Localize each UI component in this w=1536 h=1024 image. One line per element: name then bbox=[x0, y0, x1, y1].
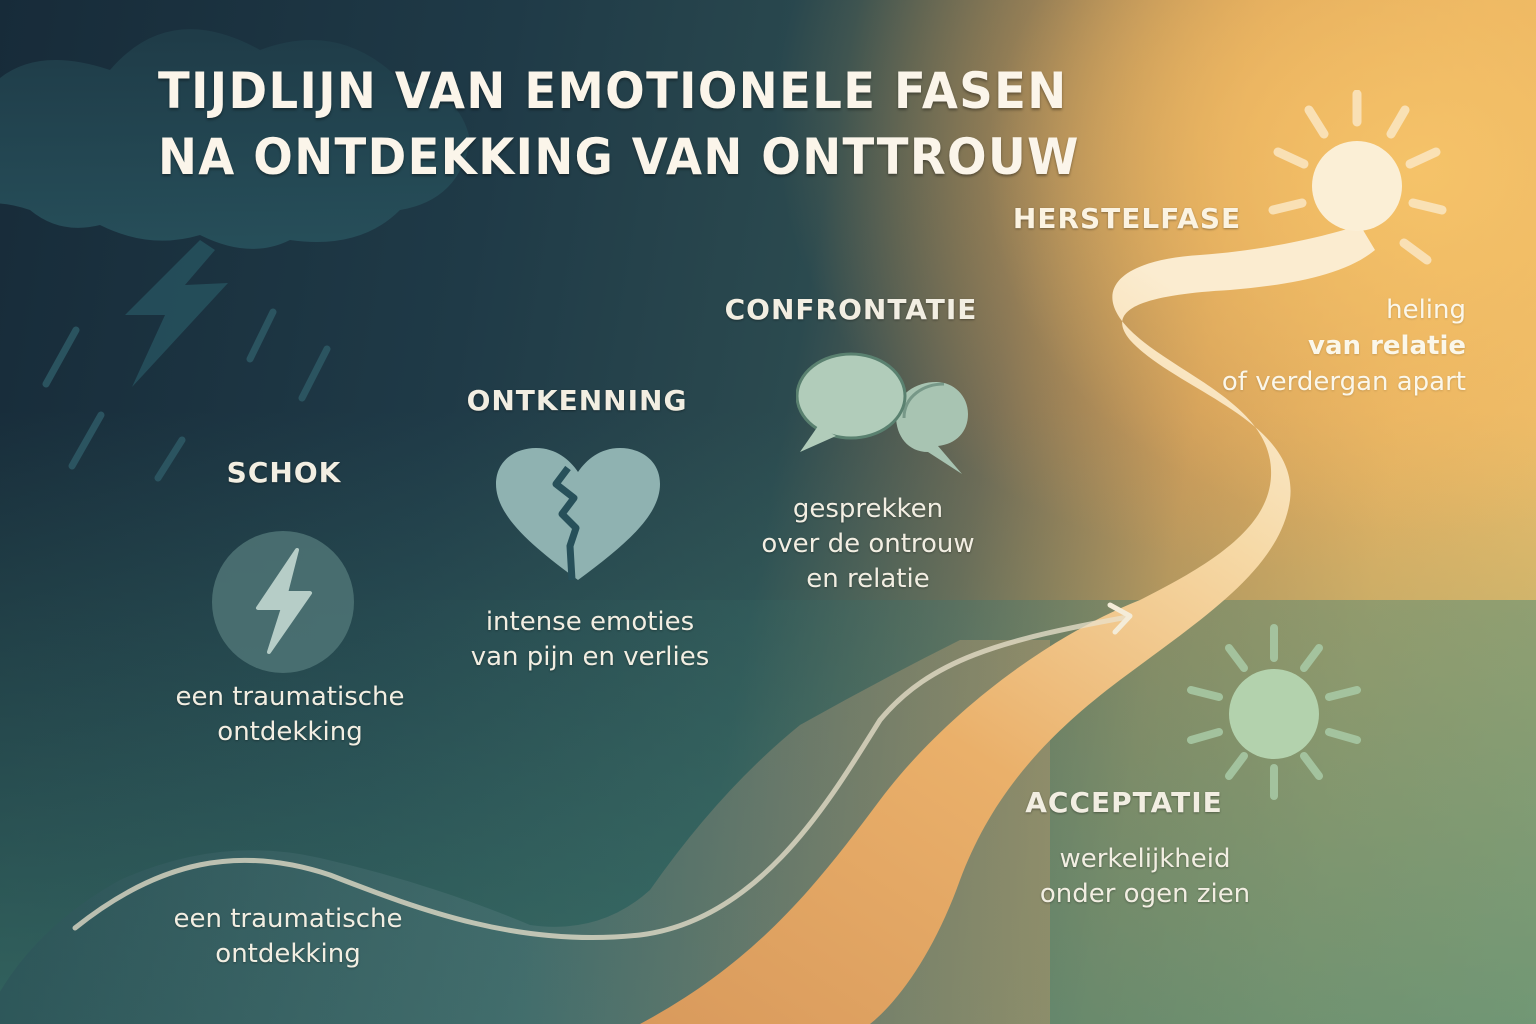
bright-sun-icon bbox=[1268, 90, 1447, 265]
title-line-2: NA ONTDEKKING VAN ONTTROUW bbox=[158, 128, 1080, 186]
storm-cloud-icon bbox=[0, 29, 470, 249]
phase-desc-acceptatie: werkelijkheid onder ogen zien bbox=[1039, 844, 1251, 909]
rain-drops bbox=[42, 308, 331, 482]
broken-heart-icon bbox=[496, 448, 660, 581]
speech-bubbles-icon bbox=[796, 352, 968, 474]
phase-label-herstelfase: HERSTELFASE bbox=[1012, 202, 1242, 235]
title-line-1: TIJDLIJN VAN EMOTIONELE FASEN bbox=[158, 62, 1068, 120]
phase-desc-ontkenning: intense emoties van pijn en verlies bbox=[470, 607, 710, 672]
phase-desc-confrontatie: gesprekken over de ontrouw en relatie bbox=[761, 494, 975, 594]
progress-arrow-icon bbox=[1107, 602, 1133, 635]
phase-desc-schok: een traumatische ontdekking bbox=[175, 682, 405, 747]
page-title: TIJDLIJN VAN EMOTIONELE FASEN NA ONTDEKK… bbox=[158, 58, 1080, 190]
sun-icon bbox=[1187, 624, 1361, 800]
storm-lightning-icon bbox=[125, 240, 228, 387]
lightning-bolt-circle-icon bbox=[212, 531, 354, 673]
phase-label-acceptatie: ACCEPTATIE bbox=[1025, 786, 1223, 819]
bottom-green-tint bbox=[0, 600, 1536, 1024]
phase-label-confrontatie: CONFRONTATIE bbox=[724, 293, 978, 326]
phase-desc-herstelfase: heling van relatie of verdergan apart bbox=[1221, 295, 1466, 397]
phase-label-ontkenning: ONTKENNING bbox=[466, 384, 688, 417]
progress-line bbox=[72, 614, 1131, 941]
phase-label-schok: SCHOK bbox=[226, 456, 342, 489]
path-caption: een traumatische ontdekking bbox=[173, 904, 403, 969]
